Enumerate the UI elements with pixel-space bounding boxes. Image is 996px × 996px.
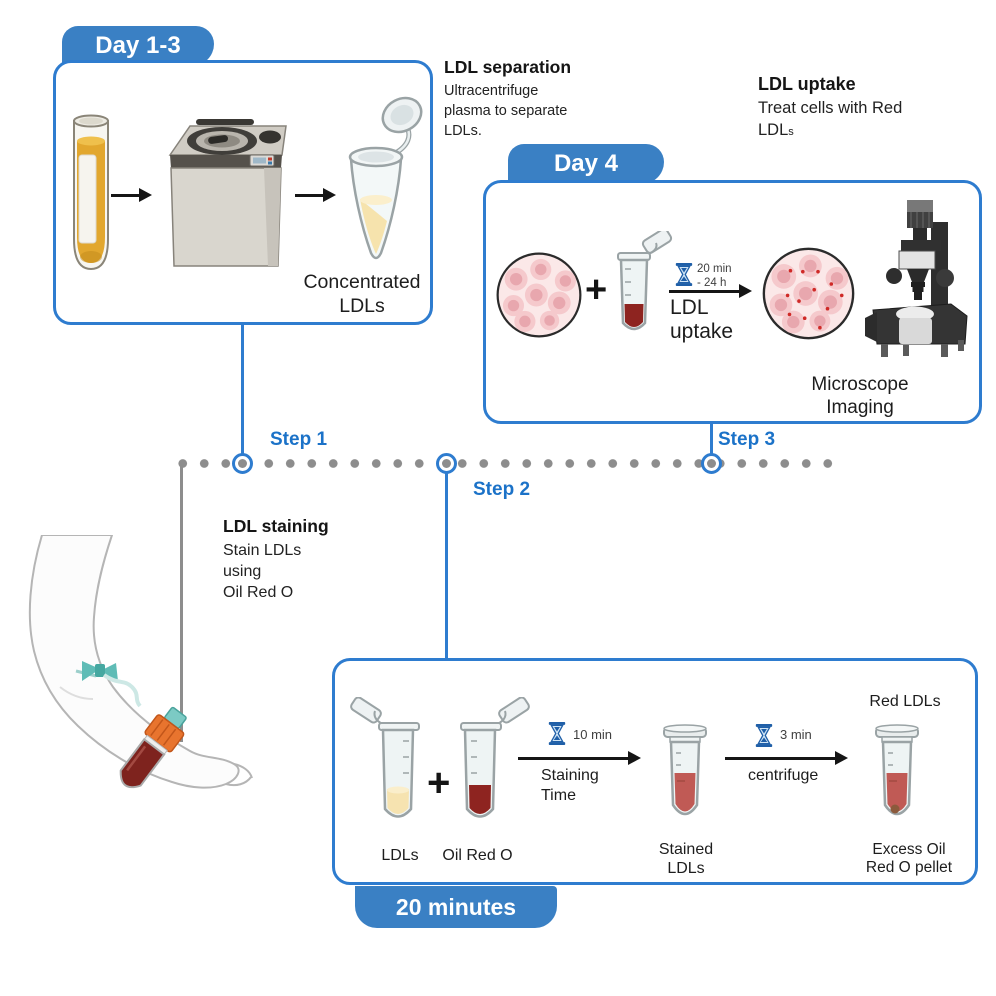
red-ldl-tube-illustration bbox=[617, 231, 673, 331]
ldl-separation-title: LDL separation bbox=[444, 57, 572, 77]
hourglass-icon bbox=[675, 263, 693, 286]
red-ldls-tube-illustration bbox=[875, 724, 919, 816]
ldl-staining-line2: using bbox=[223, 563, 262, 581]
excess-pellet-label: Excess Oil Red O pellet bbox=[859, 841, 959, 878]
stained-ldls-line1: Stained bbox=[658, 841, 714, 858]
day4-caption-line2: Imaging bbox=[826, 397, 894, 419]
arrow-centrifuge bbox=[725, 751, 848, 765]
staining-plus: + bbox=[427, 761, 451, 805]
cells-dish-illustration bbox=[496, 252, 582, 338]
day4-tab-label: Day 4 bbox=[553, 150, 619, 177]
day13-tab: Day 1-3 bbox=[62, 26, 214, 66]
ldls-label: LDLs bbox=[381, 847, 419, 864]
ldl-separation-note: LDL separation Ultracentrifuge plasma to… bbox=[444, 57, 614, 141]
hourglass-icon bbox=[548, 722, 566, 745]
day4-timer-line1: 20 min bbox=[697, 263, 732, 275]
day4-caption-line1: Microscope bbox=[811, 374, 909, 395]
timeline-node-step2 bbox=[436, 453, 457, 474]
timeline-node-dot bbox=[442, 459, 451, 468]
staining-timer1: 10 min bbox=[573, 727, 613, 742]
arrow-staining-time bbox=[518, 751, 641, 765]
staining-time-line1: Staining bbox=[541, 767, 599, 784]
ldl-uptake-title: LDL uptake bbox=[758, 74, 856, 94]
ldl-staining-note: LDL staining Stain LDLs using Oil Red O bbox=[223, 516, 373, 603]
day13-caption-line1: Concentrated bbox=[303, 271, 421, 293]
concentrated-ldl-tube-illustration bbox=[348, 96, 423, 260]
day4-timer: 20 min - 24 h bbox=[697, 263, 732, 290]
oil-red-o-tube-illustration bbox=[460, 697, 530, 818]
excess-pellet-line1: Excess Oil bbox=[872, 841, 946, 858]
arrow-ldl-uptake bbox=[669, 284, 752, 298]
ldl-separation-line1: Ultracentrifuge bbox=[444, 83, 539, 99]
connector-step2 bbox=[445, 473, 448, 659]
staining-time-label: Staining Time bbox=[541, 766, 599, 805]
plasma-tube-illustration bbox=[73, 114, 109, 271]
timeline-node-step3 bbox=[701, 453, 722, 474]
microscope-illustration bbox=[865, 200, 968, 357]
timeline-node-dot bbox=[238, 459, 247, 468]
day13-caption-line2: LDLs bbox=[339, 294, 385, 317]
step1-label: Step 1 bbox=[270, 429, 328, 450]
day13-panel: Concentrated LDLs bbox=[53, 60, 433, 325]
stained-ldls-line2: LDLs bbox=[667, 859, 705, 877]
blood-draw-arm-illustration bbox=[28, 535, 253, 789]
oil-red-o-label: Oil Red O bbox=[442, 847, 513, 864]
ldl-uptake-line2: LDLs bbox=[758, 120, 794, 139]
timeline-node-dot bbox=[707, 459, 716, 468]
hourglass-icon bbox=[755, 724, 773, 747]
ldl-uptake-line1: Treat cells with Red bbox=[758, 99, 903, 117]
staining-timer2: 3 min bbox=[780, 727, 812, 742]
arrow-to-centrifuge bbox=[111, 188, 152, 202]
staining-time-line2: Time bbox=[541, 786, 576, 804]
day4-timer-line2: - 24 h bbox=[697, 276, 727, 289]
ldl-separation-line3: LDLs. bbox=[444, 123, 482, 139]
ldl-staining-line1: Stain LDLs bbox=[223, 542, 302, 559]
day4-arrow-label: LDL uptake bbox=[670, 296, 733, 343]
ldl-uptake-note: LDL uptake Treat cells with Red LDLs bbox=[758, 74, 948, 142]
day4-plus: + bbox=[585, 269, 608, 311]
step2-label: Step 2 bbox=[473, 479, 531, 500]
ldl-staining-line3: Oil Red O bbox=[223, 584, 294, 602]
step3-label: Step 3 bbox=[718, 429, 776, 450]
ldl-separation-line2: plasma to separate bbox=[444, 103, 568, 119]
day4-caption: Microscope Imaging bbox=[790, 373, 930, 419]
red-ldls-label: Red LDLs bbox=[869, 693, 941, 710]
ldls-tube-illustration bbox=[350, 697, 420, 818]
connector-step3 bbox=[710, 420, 713, 454]
twenty-minutes-label: 20 minutes bbox=[395, 893, 517, 920]
centrifuge-label: centrifuge bbox=[748, 767, 819, 784]
cells-with-ldl-illustration bbox=[762, 247, 855, 340]
day4-arrow-label-line1: LDL bbox=[670, 296, 709, 319]
excess-pellet-line2: Red O pellet bbox=[865, 859, 953, 877]
arrow-to-microtube bbox=[295, 188, 336, 202]
day4-arrow-label-line2: uptake bbox=[670, 319, 734, 343]
staining-panel: + LDLs Oil Red O 10 min Staining Time bbox=[332, 658, 978, 885]
ldl-staining-title: LDL staining bbox=[223, 516, 329, 536]
timeline-node-step1 bbox=[232, 453, 253, 474]
stained-ldls-tube-illustration bbox=[663, 724, 707, 816]
ultracentrifuge-illustration bbox=[168, 119, 287, 267]
connector-blood-draw bbox=[180, 466, 183, 742]
connector-step1 bbox=[241, 318, 244, 454]
day4-panel: + 20 min - 24 h LDL uptake bbox=[483, 180, 982, 424]
day4-tab: Day 4 bbox=[508, 144, 664, 184]
day13-caption: Concentrated LDLs bbox=[292, 271, 432, 319]
stained-ldls-label: Stained LDLs bbox=[652, 841, 720, 879]
timeline-dotted-line bbox=[172, 458, 834, 469]
day13-tab-label: Day 1-3 bbox=[95, 32, 181, 59]
twenty-minutes-tab: 20 minutes bbox=[355, 886, 557, 928]
